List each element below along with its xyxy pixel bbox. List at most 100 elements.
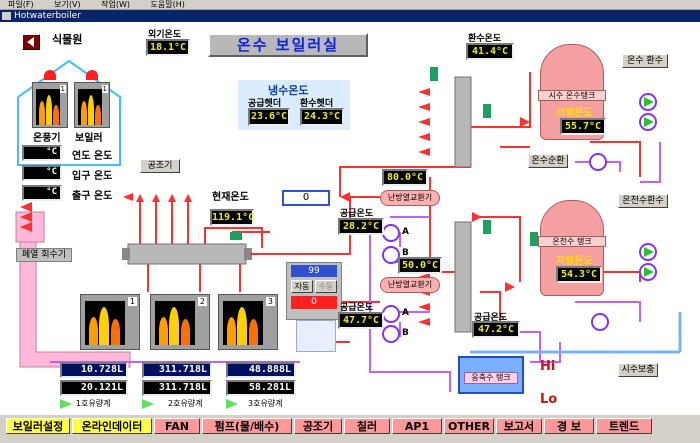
heat-exchanger-1[interactable]: 난방열교환기 — [380, 190, 440, 206]
boiler-1[interactable]: 1 — [80, 294, 140, 350]
hot-circulation-button[interactable]: 온수순환 — [528, 154, 568, 168]
spa-tank-label: 온천수 탱크 — [538, 236, 606, 247]
boiler-1-total-display: 20.121L — [60, 380, 128, 396]
exchanger-1-temp: 80.0°C — [382, 169, 428, 186]
air-handler-button[interactable]: 공조기 — [140, 159, 180, 173]
boiler-2-meter-label: 2호유량계 — [168, 399, 203, 408]
boiler-2-total-display: 311.718L — [142, 380, 212, 396]
city-supply-button[interactable]: 시수보충 — [618, 363, 658, 377]
back-button[interactable] — [22, 34, 40, 50]
spa-storage-display: 54.3°C — [556, 266, 602, 283]
tab-report[interactable]: 보고서 — [496, 418, 542, 434]
boiler-3[interactable]: 3 — [218, 294, 278, 350]
manual-button[interactable]: 수동 — [315, 280, 337, 293]
heat-recovery-unit[interactable]: 폐열 회수기 — [16, 248, 72, 262]
boiler-3-flow-display: 48.888L — [226, 362, 296, 378]
window-title: Hotwaterboiler — [14, 11, 81, 21]
menu-file[interactable]: 파일(F) — [8, 0, 34, 9]
level-display: 99 — [291, 265, 337, 277]
tab-online-data[interactable]: 온라인데이터 — [72, 418, 152, 434]
bottom-nav-bar: 보일러설정 온라인데이터 FAN 펌프(물/배수) 공조기 칠러 AP1 OTH… — [0, 414, 700, 443]
boiler-1-flame-icon — [85, 301, 125, 345]
outlet-temp-display: °C — [22, 185, 62, 201]
hi-level-label: Hi — [540, 359, 556, 374]
pump-a-label-2: A — [402, 308, 409, 318]
return-header-label: 환수헷더 — [300, 99, 334, 109]
tab-pump[interactable]: 펌프(물/배수) — [202, 418, 292, 434]
outside-temp-display: 18.1°C — [146, 39, 190, 56]
boiler-3-meter-label: 3호유량계 — [248, 399, 283, 408]
tab-trend[interactable]: 트렌드 — [596, 418, 652, 434]
expansion-tank — [296, 320, 336, 352]
inlet-temp-label: 입구 온도 — [72, 171, 113, 182]
tab-boiler-settings[interactable]: 보일러설정 — [6, 418, 70, 434]
spa-return-button[interactable]: 온천수환수 — [618, 194, 668, 208]
flue-temp-label: 연도 온도 — [72, 151, 113, 162]
section-title: 온수 보일러실 — [208, 33, 368, 57]
supply-2-label: 공급온도 — [340, 303, 374, 313]
return-temp-label: 환수온도 — [468, 34, 502, 44]
boiler-2[interactable]: 2 — [150, 294, 210, 350]
pump-b-label-1: B — [402, 248, 409, 258]
menu-work[interactable]: 작업(W) — [101, 0, 130, 9]
plant-title: 식물원 — [52, 33, 83, 46]
heater-unit[interactable]: 1 — [32, 82, 68, 128]
boiler-number: 1 — [101, 85, 108, 93]
boiler-3-number: 3 — [265, 297, 275, 306]
cold-water-panel: 냉수온도 공급헷더 환수헷더 23.6°C 24.3°C — [238, 80, 350, 130]
current-temp-display: 119.1°C — [210, 209, 254, 226]
boiler-1-flow-display: 10.728L — [60, 362, 128, 378]
boiler-3-meter-icon — [226, 399, 238, 409]
supply-1-display: 28.2°C — [338, 218, 384, 235]
tab-alarm[interactable]: 경 보 — [544, 418, 594, 434]
setpoint-input[interactable]: 0 — [282, 190, 330, 206]
outlet-temp-label: 출구 온도 — [72, 191, 113, 202]
heat-exchanger-2[interactable]: 난방열교환기 — [380, 277, 440, 293]
menu-view[interactable]: 보기(V) — [54, 0, 81, 9]
tab-ap1[interactable]: AP1 — [392, 418, 442, 434]
current-temp-label: 현재온도 — [212, 192, 249, 203]
tab-chiller[interactable]: 칠러 — [344, 418, 390, 434]
cold-return-display: 24.3°C — [300, 108, 344, 126]
window-titlebar: Hotwaterboiler — [0, 10, 700, 22]
pipe-diagram — [15, 67, 682, 392]
lo-level-label: Lo — [540, 392, 558, 407]
city-storage-display: 55.7°C — [560, 118, 606, 135]
menu-bar: 파일(F) 보기(V) 작업(W) 도움말(H) — [0, 0, 700, 10]
exchanger-2-temp: 50.0°C — [398, 257, 442, 274]
hot-return-button[interactable]: 온수 환수 — [622, 54, 668, 68]
tab-fan[interactable]: FAN — [154, 418, 200, 434]
boiler-1-meter-label: 1호유량계 — [76, 399, 111, 408]
tab-air-handler[interactable]: 공조기 — [294, 418, 342, 434]
boiler-2-meter-icon — [142, 399, 154, 409]
back-arrow-icon — [27, 37, 34, 47]
cold-water-title: 냉수온도 — [268, 84, 309, 97]
tab-other[interactable]: OTHER — [444, 418, 494, 434]
condensate-tank[interactable]: 응축수 탱크 — [458, 356, 524, 394]
return-temp-display: 41.4°C — [466, 43, 514, 60]
supply-header-temp-label: 공급온도 — [474, 313, 508, 323]
menu-help[interactable]: 도움말(H) — [150, 0, 185, 9]
spa-storage-label: 저탕온도 — [556, 256, 593, 267]
boiler-2-flow-display: 311.718L — [142, 362, 212, 378]
control-panel: 99 자동 수동 0 — [286, 262, 342, 320]
window-icon — [2, 12, 11, 20]
scada-canvas: 식물원 1 1 온풍기 보일러 °C 연도 온도 °C 입구 온도 °C 출구 … — [0, 22, 700, 414]
supply-header-label: 공급헷더 — [248, 99, 282, 109]
supply-header-temp-display: 47.2°C — [472, 321, 520, 338]
condensate-tank-label: 응축수 탱크 — [464, 372, 518, 384]
boiler-2-flame-icon — [155, 301, 195, 345]
inlet-temp-display: °C — [22, 165, 62, 181]
boiler-3-total-display: 58.281L — [226, 380, 296, 396]
boiler-alarm-icon — [86, 70, 98, 80]
heater-flame-icon — [36, 89, 60, 125]
boiler-1-number: 1 — [127, 297, 137, 306]
flue-temp-display: °C — [22, 145, 62, 161]
boiler-3-flame-icon — [223, 301, 263, 345]
heater-alarm-icon — [44, 70, 56, 80]
boiler-unit[interactable]: 1 — [74, 82, 110, 128]
pump-a-label-1: A — [402, 227, 409, 237]
city-storage-label: 저탕온도 — [556, 108, 593, 119]
boiler-2-number: 2 — [197, 297, 207, 306]
auto-button[interactable]: 자동 — [291, 280, 313, 293]
